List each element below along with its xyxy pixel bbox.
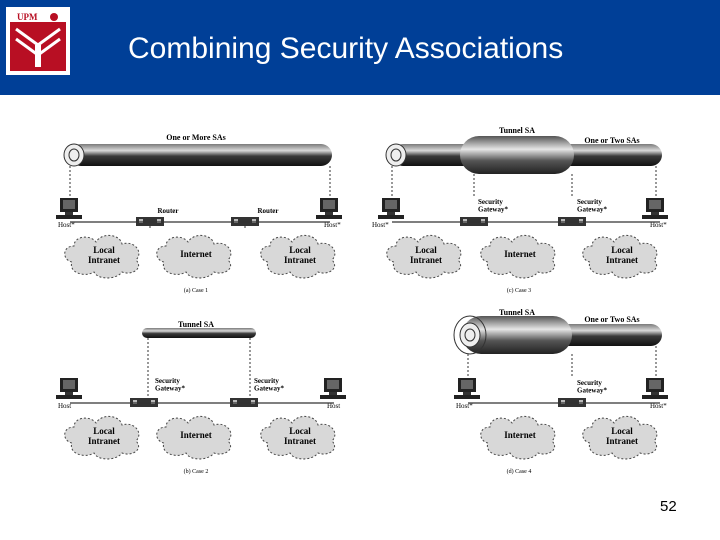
case-4-top-label: One or Two SAs [584, 315, 639, 324]
case-3-host-right: Host* [650, 221, 667, 229]
case-3-tunnel-label: Tunnel SA [499, 126, 535, 135]
case-3-host-left: Host* [372, 221, 389, 229]
case-1-cloud-2: Internet [180, 249, 212, 259]
computer-icon [378, 198, 404, 219]
page-number: 52 [660, 498, 677, 515]
case-2-caption: (b) Case 2 [184, 468, 209, 475]
case-3: Tunnel SA One or Two SAs Host* Host* Sec… [372, 126, 668, 294]
svg-text:Internet: Internet [504, 430, 536, 440]
case-1-right-device: Router [258, 207, 279, 215]
svg-text:Internet: Internet [180, 249, 212, 259]
computer-icon [56, 198, 82, 219]
computer-icon [320, 378, 346, 399]
case-4-tunnel-label: Tunnel SA [499, 308, 535, 317]
computer-icon [642, 198, 668, 219]
case-1: One or More SAs Host* Host* Router Route… [56, 133, 342, 294]
page-title: Combining Security Associations [128, 32, 564, 65]
computer-icon [316, 198, 342, 219]
computer-icon [454, 378, 480, 399]
upm-logo: UPM [6, 7, 70, 75]
case-3-caption: (c) Case 3 [507, 287, 531, 294]
title-bar: UPM Combining Security Associations [0, 0, 720, 95]
svg-text:Internet: Internet [504, 249, 536, 259]
case-2-host-right: Host [327, 402, 340, 410]
computer-icon [56, 378, 82, 399]
case-2-host-left: Host [58, 402, 71, 410]
case-2-top-label: Tunnel SA [178, 320, 214, 329]
case-1-top-label: One or More SAs [166, 133, 225, 142]
case-4-cloud-1: Internet [504, 430, 536, 440]
computer-icon [642, 378, 668, 399]
case-1-left-device: Router [158, 207, 179, 215]
case-2-cloud-2: Internet [180, 430, 212, 440]
svg-text:Internet: Internet [180, 430, 212, 440]
case-3-top-label: One or Two SAs [584, 136, 639, 145]
case-4-caption: (d) Case 4 [507, 468, 532, 475]
case-1-host-right: Host* [324, 221, 341, 229]
case-4: Tunnel SA One or Two SAs Host* Host* Sec… [453, 308, 668, 475]
case-1-caption: (a) Case 1 [184, 287, 208, 294]
case-4-host-right: Host* [650, 402, 667, 410]
security-associations-diagram: One or More SAs Host* Host* Router Route… [56, 126, 668, 475]
case-1-host-left: Host* [58, 221, 75, 229]
case-3-cloud-2: Internet [504, 249, 536, 259]
logo-text: UPM [17, 12, 38, 22]
case-4-host-left: Host* [456, 402, 473, 410]
